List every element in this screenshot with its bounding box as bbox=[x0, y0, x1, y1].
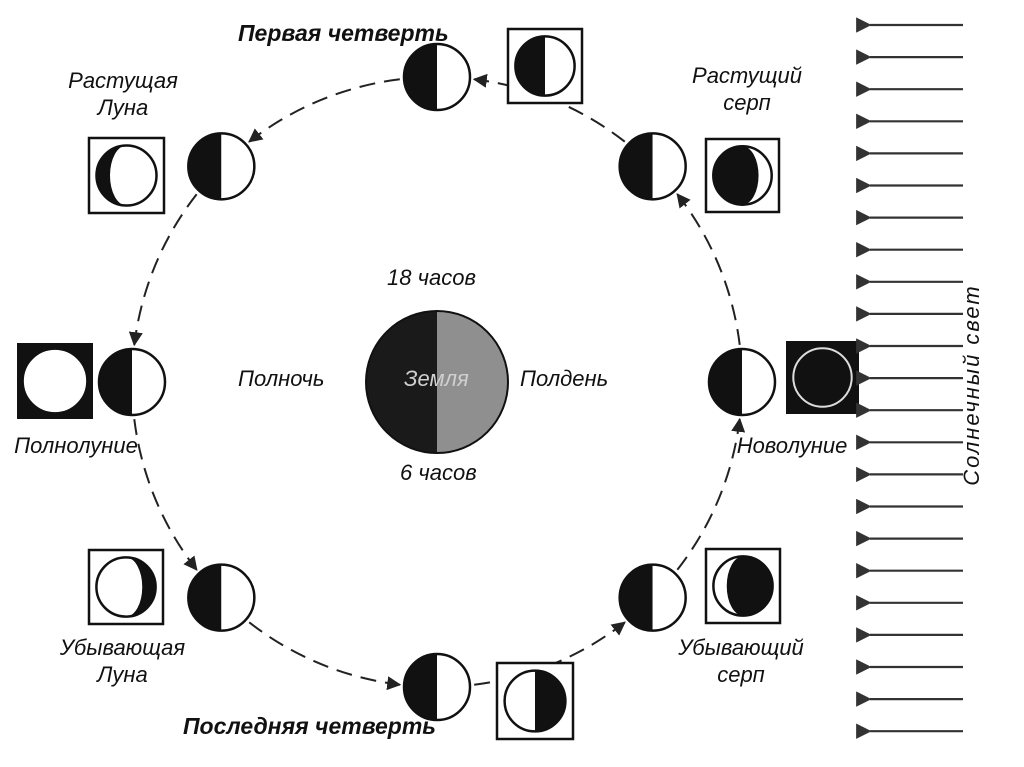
sunlight-label: Солнечный свет bbox=[959, 284, 984, 486]
earth-time-left: Полночь bbox=[238, 366, 325, 391]
moon-outline bbox=[402, 42, 472, 112]
inset-shadow bbox=[535, 670, 566, 732]
label-waxing-crescent: Растущий серп bbox=[692, 63, 802, 115]
earth-time-bottom: 6 часов bbox=[400, 460, 477, 485]
earth-time-top: 18 часов bbox=[387, 265, 476, 290]
inset-first-quarter bbox=[506, 27, 584, 105]
moon-outline bbox=[187, 563, 256, 632]
moon-dark-half bbox=[619, 133, 653, 200]
moon-outline bbox=[707, 347, 777, 417]
earth-globe bbox=[365, 310, 509, 454]
moon-lit-half bbox=[437, 44, 470, 110]
orbit-moons bbox=[97, 42, 777, 722]
inset-shadow bbox=[515, 36, 545, 96]
earth-day-side bbox=[437, 311, 508, 453]
phase-insets bbox=[17, 27, 859, 741]
moon-lit-half bbox=[132, 349, 165, 415]
moon-outline bbox=[402, 652, 472, 722]
moon-outline bbox=[187, 132, 256, 201]
inset-moon bbox=[792, 347, 853, 408]
moon-waning-gibbous bbox=[187, 563, 256, 632]
moon-dark-half bbox=[188, 133, 222, 200]
orbit-arc bbox=[248, 621, 402, 691]
moon-outline bbox=[618, 132, 687, 201]
moon-outline bbox=[618, 563, 687, 632]
moon-dark-half bbox=[188, 564, 222, 631]
moon-lit-half bbox=[652, 133, 686, 200]
inset-waning-crescent bbox=[704, 547, 782, 625]
moon-full bbox=[97, 347, 167, 417]
moon-dark-half bbox=[99, 349, 132, 415]
moon-waxing-gibbous bbox=[187, 132, 256, 201]
inset-last-quarter bbox=[495, 661, 575, 741]
moon-lit-half bbox=[437, 654, 470, 720]
orbit-arc bbox=[676, 193, 741, 345]
inset-shadow bbox=[713, 146, 759, 205]
label-last-quarter: Последняя четверть bbox=[183, 713, 436, 739]
label-full-moon: Полнолуние bbox=[14, 433, 138, 458]
moon-lit-half bbox=[652, 564, 686, 631]
earth-night-side bbox=[366, 311, 437, 453]
earth-time-right: Полдень bbox=[520, 366, 609, 391]
label-waning-crescent: Убывающий серп bbox=[678, 635, 804, 687]
orbit-arc bbox=[248, 78, 400, 143]
inset-waxing-crescent bbox=[704, 137, 781, 214]
label-waxing-moon: Растущая Луна bbox=[68, 68, 178, 120]
orbit-arc bbox=[676, 417, 746, 571]
inset-shadow bbox=[726, 556, 773, 616]
orbit-arc bbox=[133, 419, 198, 571]
moon-new bbox=[707, 347, 777, 417]
inset-waxing-moon bbox=[87, 136, 166, 215]
inset-shadow bbox=[126, 557, 156, 617]
sunlight-arrows bbox=[856, 17, 963, 739]
moon-last-quarter bbox=[402, 652, 472, 722]
inset-full-moon bbox=[17, 343, 93, 419]
earth-outline bbox=[365, 310, 509, 454]
moon-lit-half bbox=[742, 349, 775, 415]
label-waning-moon: Убывающая Луна bbox=[59, 635, 186, 687]
moon-lit-half bbox=[221, 564, 255, 631]
inset-waning-moon bbox=[87, 548, 165, 626]
moon-lit-half bbox=[221, 133, 255, 200]
moon-dark-half bbox=[404, 654, 437, 720]
moon-dark-half bbox=[619, 564, 653, 631]
moon-outline bbox=[97, 347, 167, 417]
moon-first-quarter bbox=[402, 42, 472, 112]
inset-new-moon bbox=[786, 341, 859, 414]
label-new-moon: Новолуние bbox=[736, 433, 848, 458]
moon-waxing-crescent bbox=[618, 132, 687, 201]
orbit-arc bbox=[128, 193, 198, 347]
label-first-quarter: Первая четверть bbox=[238, 20, 449, 46]
moon-dark-half bbox=[709, 349, 742, 415]
moon-dark-half bbox=[404, 44, 437, 110]
inset-moon bbox=[23, 349, 87, 413]
moon-waning-crescent bbox=[618, 563, 687, 632]
inset-shadow bbox=[96, 145, 127, 206]
earth-name: Земля bbox=[404, 366, 469, 391]
